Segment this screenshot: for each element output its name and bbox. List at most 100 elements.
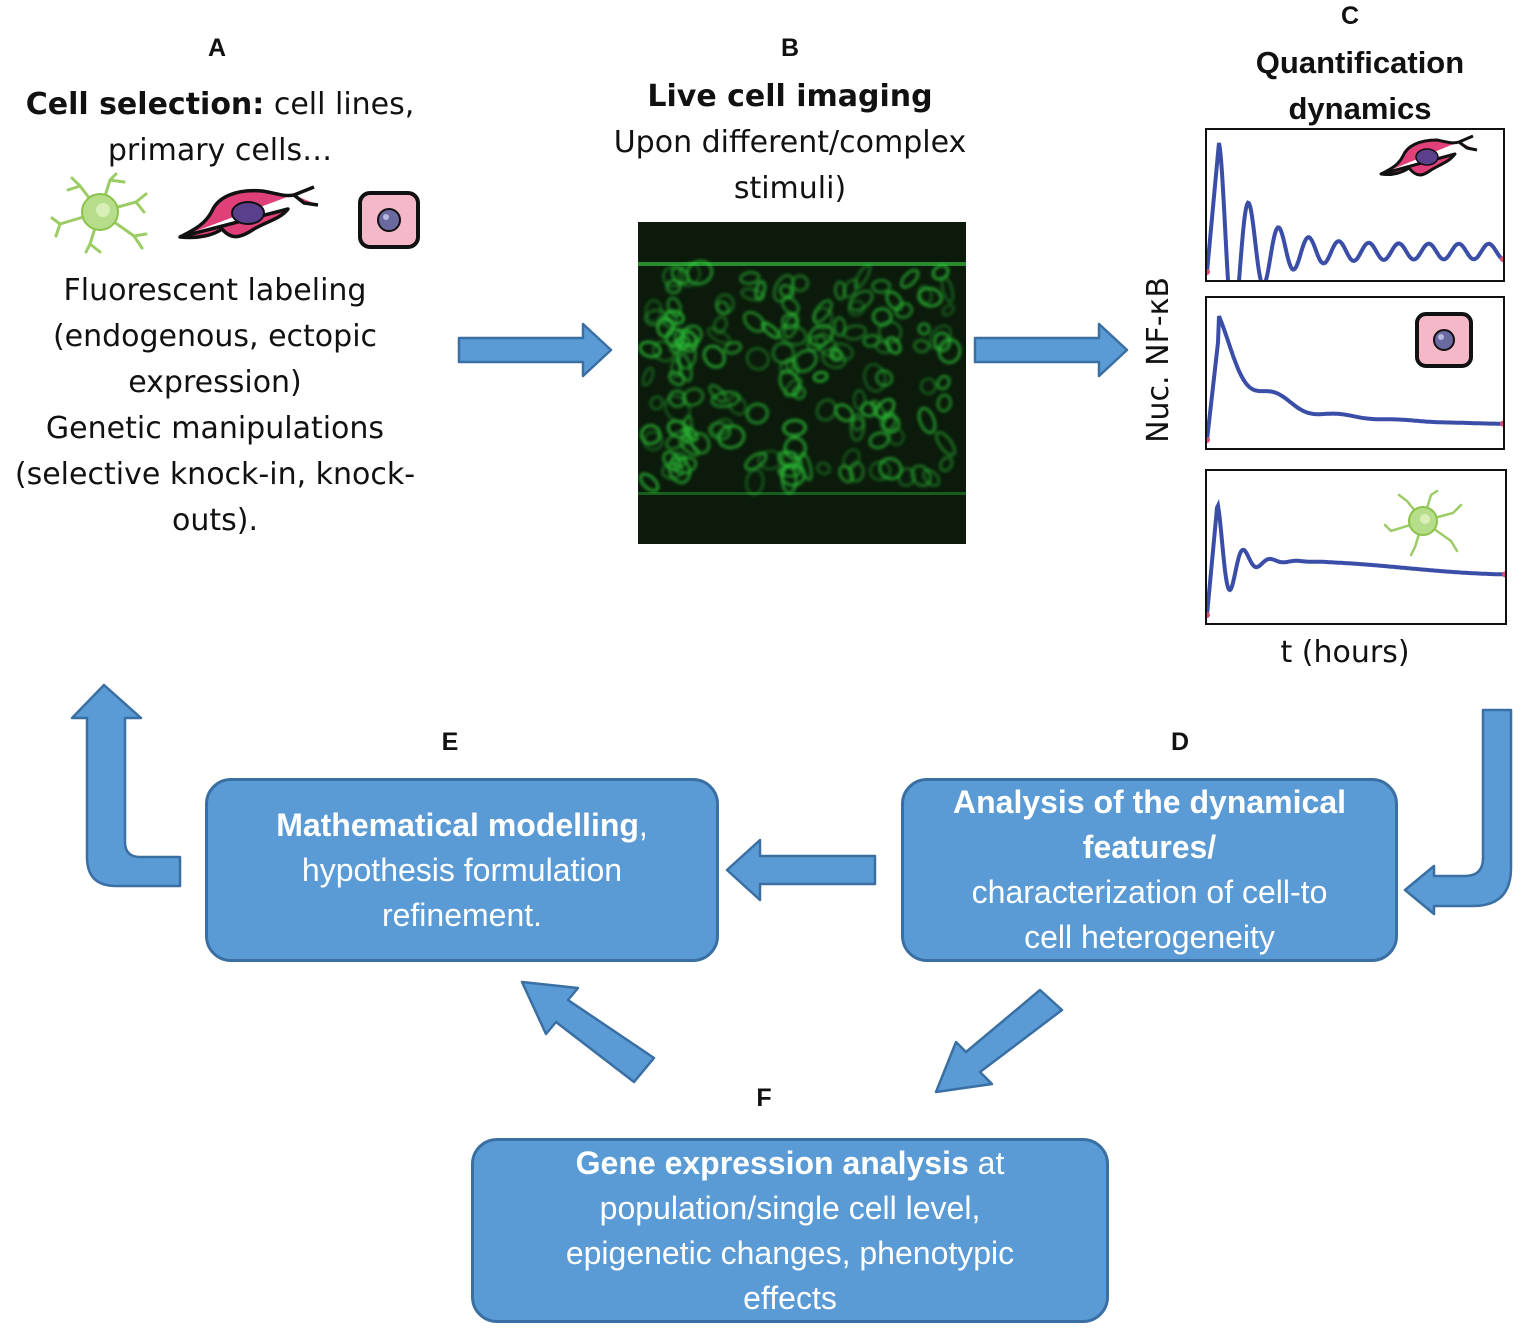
fluorescent-cell xyxy=(935,431,956,457)
fluorescent-cell xyxy=(677,262,701,288)
plot-round-cell-transient xyxy=(1205,296,1505,450)
modelling-box-bold-suffix: , xyxy=(638,806,648,843)
fluorescent-cell xyxy=(940,276,955,304)
fluorescent-cell xyxy=(885,336,902,355)
fluorescent-cell xyxy=(679,324,703,347)
analysis-box-bold2: features/ xyxy=(1082,829,1217,865)
fluorescent-cell xyxy=(640,424,662,445)
fluorescent-cell xyxy=(922,469,941,487)
modelling-box: Mathematical modelling, hypothesis formu… xyxy=(205,778,719,962)
panel-a-line4: Genetic manipulations xyxy=(45,411,385,446)
fluorescent-cell xyxy=(812,371,829,383)
fluorescent-cell xyxy=(936,375,951,391)
plot-microglia-sustained xyxy=(1205,469,1507,625)
fluorescent-cell xyxy=(853,263,872,290)
fluorescent-cell xyxy=(834,280,847,301)
fluorescent-cell xyxy=(715,293,735,315)
panel-c-ylabel-wrap: Nuc. NF-κB xyxy=(1136,270,1182,450)
fibroblast-cell-icon xyxy=(178,185,319,240)
panel-a-line6: outs). xyxy=(171,503,258,538)
curve-endpoint xyxy=(1500,256,1503,263)
panel-a-title-bold: Cell selection: xyxy=(25,87,265,122)
fluorescent-cell xyxy=(897,467,916,487)
gene-expression-box-line3: epigenetic changes, phenotypic xyxy=(565,1234,1015,1271)
fluorescent-cell xyxy=(937,338,962,364)
fluorescent-cell xyxy=(673,328,697,349)
fluorescent-cell xyxy=(670,266,690,285)
analysis-box-line3: characterization of cell-to xyxy=(971,874,1328,910)
fluorescent-cell xyxy=(783,377,803,398)
arrow-d-to-e xyxy=(725,838,877,902)
curve-endpoint xyxy=(1207,612,1210,618)
fluorescent-cell xyxy=(833,316,847,337)
fluorescent-cell xyxy=(739,271,761,285)
fluorescent-cell xyxy=(745,402,769,425)
fluorescent-cell xyxy=(848,289,874,312)
fluorescent-cell xyxy=(782,419,807,437)
panel-a-title-rest: cell lines, xyxy=(264,87,415,122)
fluorescent-cell xyxy=(941,303,955,317)
fluorescent-cell xyxy=(813,306,834,330)
fluorescent-cell xyxy=(772,274,795,303)
panel-b-line1: Upon different/complex xyxy=(613,125,967,160)
panel-a-line3: expression) xyxy=(128,365,302,400)
fluorescent-cell xyxy=(928,324,953,351)
fluorescent-cell xyxy=(665,429,692,450)
fluorescent-cell xyxy=(771,341,795,365)
fluorescent-cell xyxy=(936,393,952,413)
fluorescent-cell xyxy=(662,310,678,329)
arrow-c-to-d xyxy=(1403,708,1513,916)
fluorescent-cell xyxy=(761,321,781,339)
fluorescent-cell xyxy=(918,284,933,305)
fluorescent-cell xyxy=(678,438,700,457)
fluorescent-cell xyxy=(638,340,662,359)
fluorescent-cell xyxy=(745,468,765,496)
fluorescent-cell xyxy=(830,342,854,361)
fluorescent-cell xyxy=(639,472,660,492)
fluorescent-cell xyxy=(666,419,690,439)
fluorescent-cell xyxy=(723,341,743,355)
fluorescent-cell xyxy=(863,363,887,393)
gene-expression-box: Gene expression analysis at population/s… xyxy=(471,1138,1109,1323)
gene-expression-box-bold: Gene expression analysis xyxy=(575,1144,969,1181)
fluorescent-cell xyxy=(919,377,937,395)
plot-fibroblast-oscillatory xyxy=(1205,128,1505,282)
microglia-cell-icon xyxy=(1383,489,1463,557)
panel-c-title: Quantification dynamics xyxy=(1210,40,1510,132)
fluorescent-cell xyxy=(781,296,800,315)
fluorescent-cell xyxy=(708,421,732,441)
panel-c-xlabel: t (hours) xyxy=(1280,635,1410,670)
fluorescent-cell xyxy=(847,299,866,317)
analysis-box-line4: cell heterogeneity xyxy=(1024,919,1275,955)
fluorescent-cell xyxy=(875,398,896,419)
fluorescent-cell xyxy=(668,370,685,387)
fluorescent-cell xyxy=(778,284,795,299)
fluorescent-cell xyxy=(939,456,954,472)
gene-expression-box-line2: population/single cell level, xyxy=(599,1189,981,1226)
fluorescent-cell xyxy=(885,290,904,311)
arrow-b-to-c xyxy=(973,322,1129,378)
panel-c-title-line1: Quantification xyxy=(1255,45,1465,80)
curve-endpoint xyxy=(1500,420,1503,427)
fluorescent-cell xyxy=(745,347,770,371)
round-cell-icon xyxy=(358,191,420,249)
oscillatory-curve xyxy=(1207,142,1503,280)
fluorescent-cell xyxy=(667,456,692,484)
modelling-box-line3: refinement. xyxy=(381,896,543,933)
fluorescent-cell xyxy=(888,428,905,446)
fibroblast-cell-icon xyxy=(1379,134,1478,177)
fluorescent-cell xyxy=(871,279,892,294)
fluorescent-cell xyxy=(877,320,903,344)
fluorescent-cell xyxy=(783,436,807,460)
fluorescent-cell xyxy=(849,412,866,442)
fluorescent-cell xyxy=(702,344,726,369)
panel-a-description: Fluorescent labeling (endogenous, ectopi… xyxy=(0,268,430,544)
microglia-cell-icon xyxy=(50,172,148,254)
arrow-a-to-b xyxy=(457,322,613,378)
fluorescent-cell xyxy=(781,313,798,330)
panel-a-line5: (selective knock-in, knock- xyxy=(14,457,416,492)
fluorescent-cell xyxy=(675,342,697,370)
fluorescent-cell xyxy=(710,418,734,437)
fluorescent-cell xyxy=(875,369,894,387)
fluorescent-cell xyxy=(792,349,818,373)
